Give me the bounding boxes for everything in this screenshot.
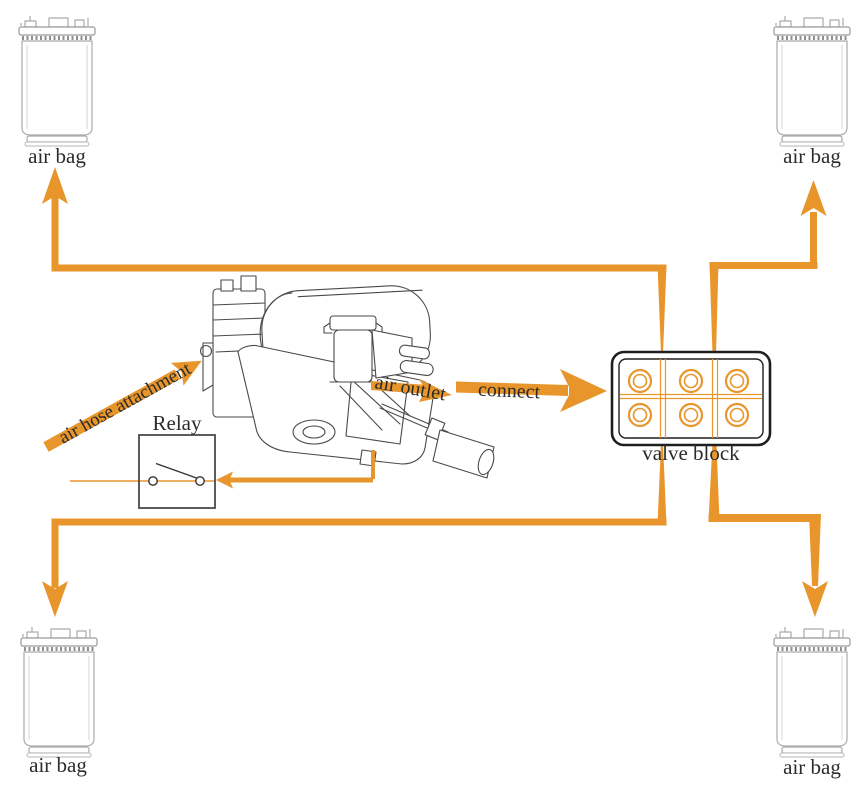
air-hose-attachment-arrow [43,360,202,452]
air-bag-bottom-left-label: air bag [29,753,87,777]
air-bag-top-right [772,14,852,148]
air-bag-bottom-left [19,625,99,759]
connect-arrow [456,369,607,412]
valve-block [610,350,772,447]
air-bag-bottom-right [772,625,852,759]
pipe-top-left [42,167,667,354]
air-bag-bottom-right-label: air bag [783,755,841,779]
relay-label: Relay [153,411,202,435]
pipe-bottom-right [708,443,828,617]
connect-label: connect [477,379,541,404]
relay-box [138,434,216,509]
relay [70,434,216,509]
pipe-top-right [709,180,827,354]
air-bag-top-left [17,14,97,148]
relay-switch-symbol [148,462,205,486]
valve-block-channels [620,359,762,438]
air-bag-top-left-label: air bag [28,144,86,168]
valve-block-label: valve block [642,441,740,465]
compressor-illustration [199,275,495,479]
valve-ports [627,368,750,428]
pipe-bottom-left [42,443,667,617]
compressor-to-relay-arrow [216,450,375,489]
pipe-network [42,167,828,617]
air-outlet-arrow [371,379,452,402]
air-bag-top-right-label: air bag [783,144,841,168]
